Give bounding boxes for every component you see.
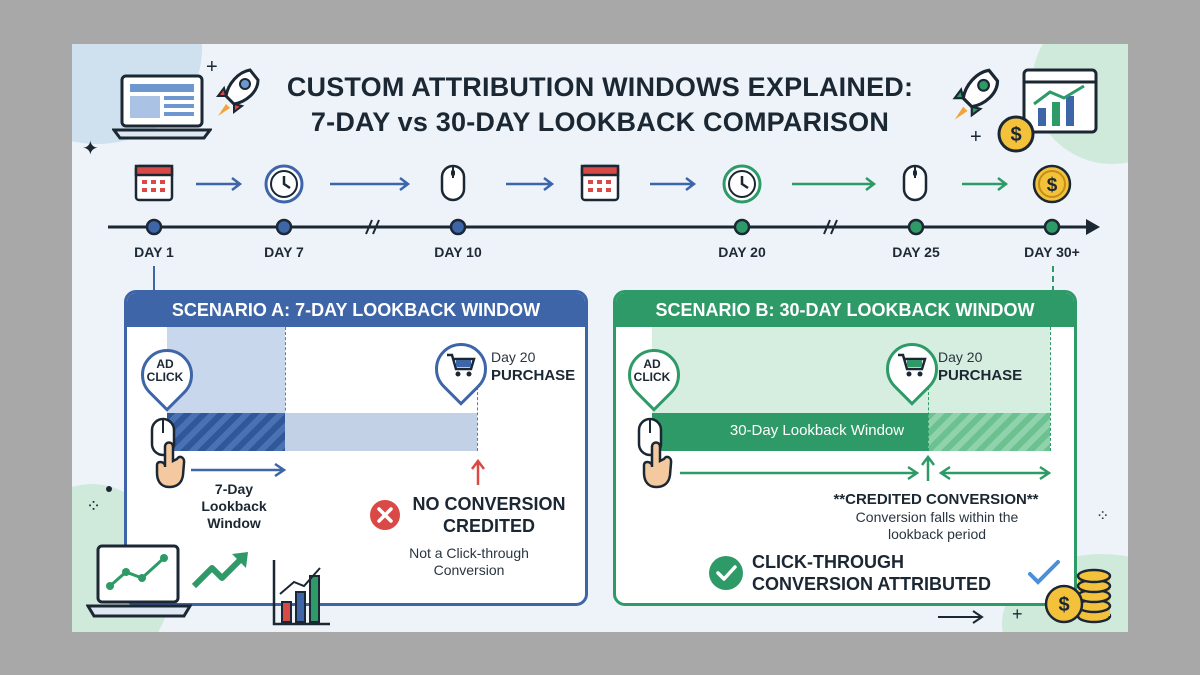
day-label: DAY 1 bbox=[134, 244, 174, 260]
no-conversion-title: NO CONVERSION CREDITED bbox=[412, 494, 566, 536]
credited-conversion: **CREDITED CONVERSION** bbox=[833, 491, 1039, 508]
timeline-icons: $ bbox=[134, 164, 1072, 204]
purchase-day: Day 20 bbox=[491, 349, 536, 365]
connector-line bbox=[1052, 266, 1054, 292]
checkmark-icon bbox=[1028, 560, 1060, 585]
window-end-dashline bbox=[285, 327, 286, 451]
mouse-icon bbox=[902, 164, 928, 202]
purchase-dashline bbox=[477, 387, 478, 451]
lookback-bar bbox=[167, 413, 285, 451]
day-label: DAY 10 bbox=[434, 244, 482, 260]
timeline-axis bbox=[108, 218, 1100, 236]
ad-click-label: AD CLICK bbox=[146, 357, 184, 384]
calendar-icon bbox=[134, 164, 174, 202]
laptop-chart-icon bbox=[86, 544, 192, 618]
scenario-b-header: SCENARIO B: 30-DAY LOOKBACK WINDOW bbox=[616, 293, 1074, 327]
arrow-right-icon bbox=[938, 610, 984, 624]
sparkle-icon: ⁘ bbox=[86, 496, 102, 516]
hand-cursor-icon bbox=[637, 417, 673, 489]
clock-icon bbox=[264, 164, 304, 204]
page-title: CUSTOM ATTRIBUTION WINDOWS EXPLAINED: 7-… bbox=[72, 70, 1128, 140]
svg-text:$: $ bbox=[1047, 175, 1058, 196]
hand-cursor-icon bbox=[150, 417, 186, 489]
extended-bar bbox=[285, 413, 477, 451]
dot-icon bbox=[106, 486, 112, 492]
rocket-icon bbox=[952, 68, 1000, 120]
coin-icon: $ bbox=[1032, 164, 1072, 204]
sparkle-icon: ⁘ bbox=[1096, 508, 1110, 525]
purchase-label: PURCHASE bbox=[938, 367, 1023, 384]
window-label: 7-Day Lookback Window bbox=[201, 481, 267, 531]
trend-arrow-icon bbox=[191, 552, 248, 589]
day-label: DAY 7 bbox=[264, 244, 304, 260]
purchase-label: PURCHASE bbox=[491, 367, 576, 384]
lookback-bar-hatched bbox=[928, 413, 1050, 451]
scenario-a-panel: SCENARIO A: 7-DAY LOOKBACK WINDOW AD CLI… bbox=[124, 290, 588, 606]
sparkle-icon: + bbox=[1012, 604, 1023, 624]
svg-text:$: $ bbox=[1010, 124, 1021, 146]
credited-subtitle: Conversion falls within the lookback per… bbox=[855, 509, 1019, 542]
window-end-dashline bbox=[1050, 327, 1051, 451]
title-line-2: 7-DAY vs 30-DAY LOOKBACK COMPARISON bbox=[310, 107, 890, 137]
svg-text:$: $ bbox=[1058, 594, 1069, 616]
sparkle-icon: ✦ bbox=[82, 138, 99, 160]
purchase-day: Day 20 bbox=[938, 349, 983, 365]
clock-icon bbox=[722, 164, 762, 204]
day-label: DAY 20 bbox=[718, 244, 766, 260]
infographic-canvas: + ✦ $ + CUSTOM ATTRIBUTION WINDOWS EXPLA… bbox=[72, 44, 1128, 632]
check-circle-icon bbox=[709, 556, 743, 590]
coin-icon: $ bbox=[997, 115, 1035, 153]
day-label: DAY 30+ bbox=[1024, 244, 1080, 260]
analytics-window-icon bbox=[1022, 68, 1098, 134]
day-label: DAY 25 bbox=[892, 244, 940, 260]
no-conversion-subtitle: Not a Click-through Conversion bbox=[409, 545, 529, 578]
connector-line bbox=[153, 266, 155, 292]
calendar-icon bbox=[580, 164, 620, 202]
purchase-dashline bbox=[928, 387, 929, 451]
laptop-icon bbox=[112, 74, 212, 140]
sparkle-icon: + bbox=[206, 56, 218, 78]
scenario-b-panel: SCENARIO B: 30-DAY LOOKBACK WINDOW 30-Da… bbox=[613, 290, 1077, 606]
window-label: 30-Day Lookback Window bbox=[729, 422, 905, 439]
lookback-bar bbox=[652, 413, 928, 451]
coin-stack-icon: $ bbox=[1044, 568, 1112, 624]
sparkle-icon: + bbox=[970, 126, 982, 148]
rocket-icon bbox=[216, 68, 260, 116]
range-arrows bbox=[680, 454, 1052, 481]
bar-chart-icon bbox=[272, 560, 330, 626]
window-arrow bbox=[191, 463, 287, 477]
x-circle-icon bbox=[370, 500, 400, 530]
conversion-attributed: CLICK-THROUGH CONVERSION ATTRIBUTED bbox=[752, 552, 992, 594]
shopping-cart-icon bbox=[898, 353, 927, 377]
title-line-1: CUSTOM ATTRIBUTION WINDOWS EXPLAINED: bbox=[286, 72, 914, 102]
up-arrow-icon bbox=[471, 459, 485, 485]
scenario-a-header: SCENARIO A: 7-DAY LOOKBACK WINDOW bbox=[127, 293, 585, 327]
mouse-icon bbox=[440, 164, 466, 202]
shopping-cart-icon bbox=[447, 353, 476, 377]
ad-click-label: AD CLICK bbox=[633, 357, 671, 384]
